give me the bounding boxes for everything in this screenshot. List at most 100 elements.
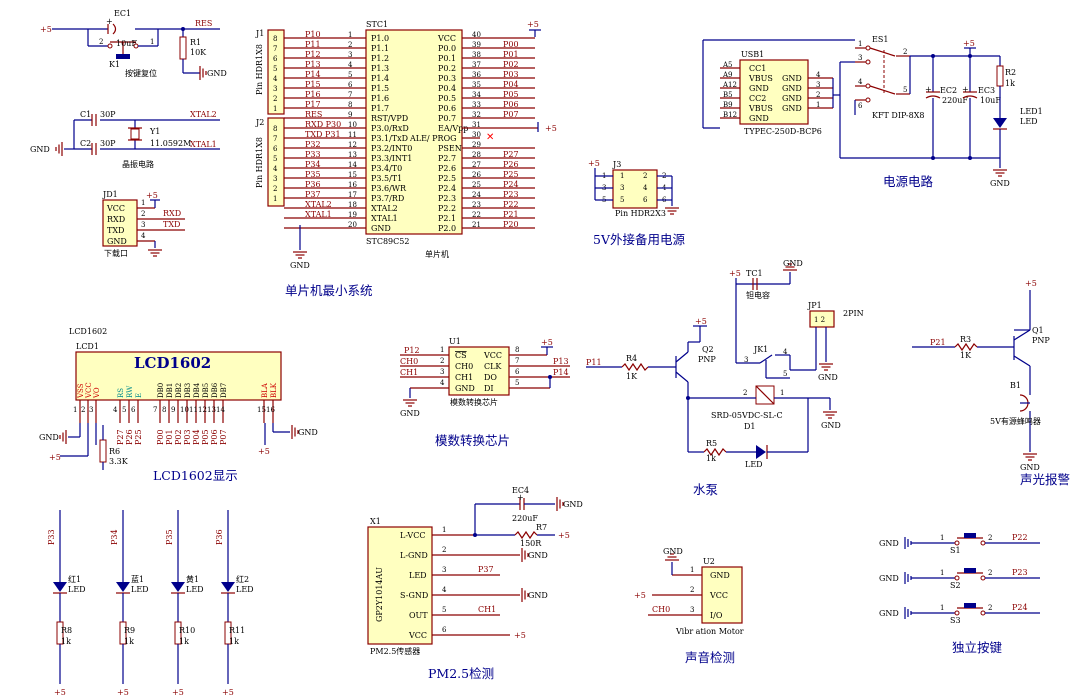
led-icon <box>116 582 130 592</box>
svg-text:LED: LED <box>745 460 763 469</box>
svg-text:28: 28 <box>472 151 481 159</box>
usb-pin-label: GND <box>782 104 802 113</box>
led-icon <box>221 582 235 592</box>
svg-text:1k: 1k <box>124 637 134 646</box>
svg-text:26: 26 <box>472 171 481 179</box>
mcu-pin-label: P1.7 <box>371 104 389 113</box>
net-label: P04 <box>192 429 201 445</box>
svg-text:R10: R10 <box>179 626 195 635</box>
net-label: P25 <box>134 429 143 445</box>
mcu-pin-label: P2.2 <box>438 204 456 213</box>
svg-text:+5: +5 <box>634 591 646 600</box>
svg-text:LED: LED <box>409 571 427 580</box>
svg-text:5: 5 <box>515 379 519 387</box>
svg-text:3.3K: 3.3K <box>109 457 129 466</box>
svg-text:4: 4 <box>816 71 821 79</box>
svg-text:R3: R3 <box>960 335 971 344</box>
svg-text:+5: +5 <box>588 159 600 168</box>
svg-text:11: 11 <box>189 406 198 414</box>
mcu-pin-label: P2.4 <box>438 184 456 193</box>
svg-text:+: + <box>962 85 969 94</box>
svg-text:VCC: VCC <box>106 204 125 213</box>
mcu-pin-label: P0.1 <box>438 54 456 63</box>
download-section-label: 下载口 <box>104 248 128 258</box>
svg-text:GND: GND <box>818 373 838 382</box>
alarm-circuit: +5 Q1 PNP P21 R3 1K B1 GND 5V有源蜂鸣器 声光报警 <box>912 279 1070 487</box>
svg-text:+5: +5 <box>258 447 270 456</box>
k1-ref: K1 <box>109 60 120 69</box>
lcd-pin-label: VO <box>93 387 101 399</box>
mcu-pin-label: P1.0 <box>371 34 389 43</box>
net-label: P27 <box>116 429 125 445</box>
svg-text:GND: GND <box>990 179 1010 188</box>
net-label: P10 <box>305 30 321 39</box>
svg-text:35: 35 <box>472 81 481 89</box>
svg-text:JP1: JP1 <box>807 301 822 310</box>
svg-text:2: 2 <box>99 38 103 46</box>
svg-text:6: 6 <box>273 55 278 63</box>
svg-text:A5: A5 <box>722 61 733 69</box>
svg-text:12: 12 <box>348 141 357 149</box>
r1-value: 10K <box>190 48 207 57</box>
svg-text:R5: R5 <box>706 439 717 448</box>
svg-text:3: 3 <box>620 184 624 192</box>
svg-text:U2: U2 <box>703 557 715 566</box>
svg-text:I/O: I/O <box>710 611 723 620</box>
svg-text:1: 1 <box>273 105 277 113</box>
svg-text:1: 1 <box>150 38 154 46</box>
svg-text:CH1: CH1 <box>400 368 418 377</box>
svg-text:1: 1 <box>620 172 624 180</box>
net-label: P01 <box>165 429 174 445</box>
lcd-pin-label: DB3 <box>184 383 192 398</box>
pin-headers: J1 J2 Pin HDR1X8 Pin HDR1X8 887766554433… <box>255 29 285 207</box>
svg-text:1K: 1K <box>960 351 972 360</box>
power-circuit: USB1 CC1A5VBUSA9GNDA12CC2B5VBUSB9GNDB12G… <box>702 35 1043 189</box>
net-label: P06 <box>210 429 219 445</box>
svg-text:27: 27 <box>472 161 481 169</box>
svg-text:S3: S3 <box>950 616 961 625</box>
svg-text:3: 3 <box>816 81 820 89</box>
svg-text:Pin HDR1X8: Pin HDR1X8 <box>255 137 264 188</box>
svg-text:6: 6 <box>442 626 447 634</box>
svg-text:5: 5 <box>783 370 787 378</box>
svg-text:+5: +5 <box>541 338 553 347</box>
svg-text:1: 1 <box>780 389 784 397</box>
svg-text:5: 5 <box>903 86 907 94</box>
svg-text:1: 1 <box>858 40 862 48</box>
svg-text:红1: 红1 <box>68 574 81 584</box>
svg-text:TC1: TC1 <box>746 269 763 278</box>
svg-text:9: 9 <box>348 111 352 119</box>
push-button-icon <box>964 533 976 538</box>
svg-text:+5: +5 <box>558 531 570 540</box>
lcd-pin-label: VCC <box>85 382 93 399</box>
gnd-label: GND <box>30 145 50 154</box>
svg-text:1: 1 <box>442 526 446 534</box>
mcu-pin-label: P2.0 <box>438 224 456 233</box>
svg-text:20: 20 <box>348 221 357 229</box>
svg-text:3: 3 <box>141 221 145 229</box>
svg-text:4: 4 <box>643 184 648 192</box>
svg-text:3: 3 <box>690 606 694 614</box>
mcu-pin-label: P1.5 <box>371 84 389 93</box>
svg-text:5: 5 <box>273 155 277 163</box>
net-label: P23 <box>503 190 519 199</box>
mcu-pin-label: P2.5 <box>438 174 456 183</box>
usb-pin-label: VBUS <box>748 104 773 113</box>
svg-text:P35: P35 <box>165 529 174 545</box>
y1-value: 11.0592M <box>150 139 191 148</box>
svg-text:PNP: PNP <box>698 355 716 364</box>
lcd-pin-label: DB0 <box>157 383 165 398</box>
net-label: RXD P30 <box>305 120 341 129</box>
net-label: P02 <box>503 60 519 69</box>
svg-text:2: 2 <box>988 534 992 542</box>
mcu-pin-label: P0.4 <box>438 84 456 93</box>
mcu-pin-label: P3.1/TxD <box>371 134 408 143</box>
svg-text:8: 8 <box>162 406 166 414</box>
svg-text:GND: GND <box>400 409 420 418</box>
net-label: P03 <box>183 429 192 445</box>
svg-text:B9: B9 <box>723 101 733 109</box>
lcd-pin-label: DB2 <box>175 383 183 398</box>
pm25-section-title: PM2.5检测 <box>428 666 494 681</box>
svg-text:RXD: RXD <box>107 215 125 224</box>
